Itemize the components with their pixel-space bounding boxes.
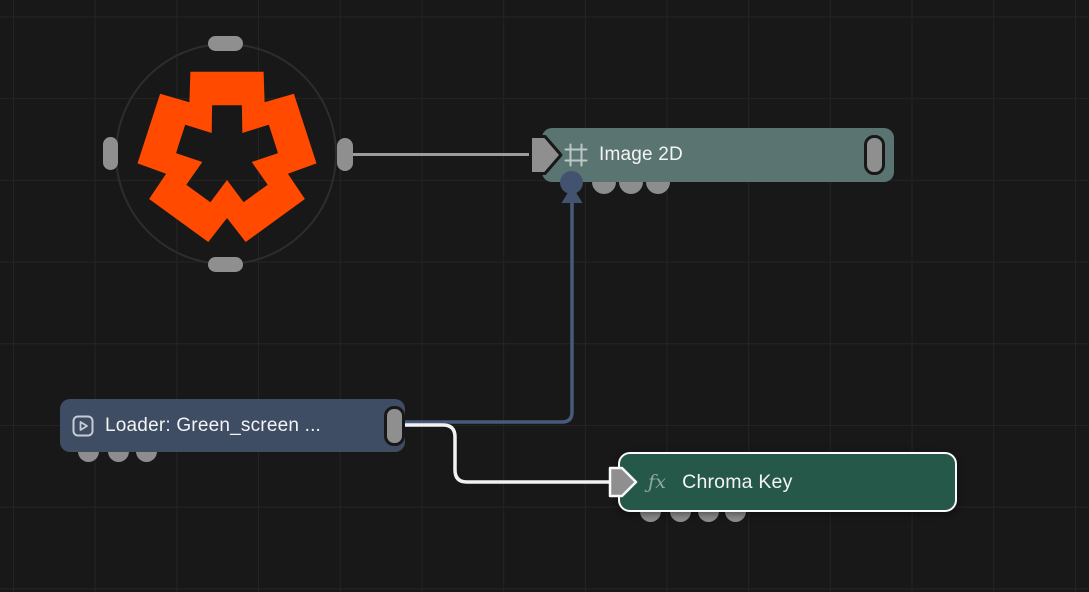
logo-port-left[interactable] — [103, 137, 118, 170]
loader-output-port[interactable] — [384, 406, 405, 446]
node-chroma-key[interactable]: ƒx Chroma Key — [618, 452, 957, 512]
fx-icon: ƒx — [648, 471, 667, 493]
weavy-star-logo[interactable] — [137, 71, 317, 242]
node-label: Chroma Key — [682, 470, 793, 493]
node-loader[interactable]: Loader: Green_screen ... — [60, 399, 405, 452]
chroma-input-port[interactable] — [602, 460, 642, 504]
node-label: Image 2D — [599, 144, 683, 165]
image2d-input-port[interactable] — [524, 132, 566, 178]
wire-loader-to-image2d[interactable] — [401, 199, 574, 424]
image2d-output-port[interactable] — [864, 135, 885, 175]
video-loader-icon — [72, 415, 94, 437]
node-label: Loader: Green_screen ... — [105, 414, 322, 436]
logo-port-top[interactable] — [208, 36, 243, 51]
logo-port-bottom[interactable] — [208, 257, 243, 272]
node-image2d[interactable]: Image 2D — [542, 128, 894, 182]
frame-icon — [564, 143, 588, 167]
logo-port-right[interactable] — [337, 138, 353, 171]
wire-loader-to-chroma[interactable] — [401, 423, 612, 484]
